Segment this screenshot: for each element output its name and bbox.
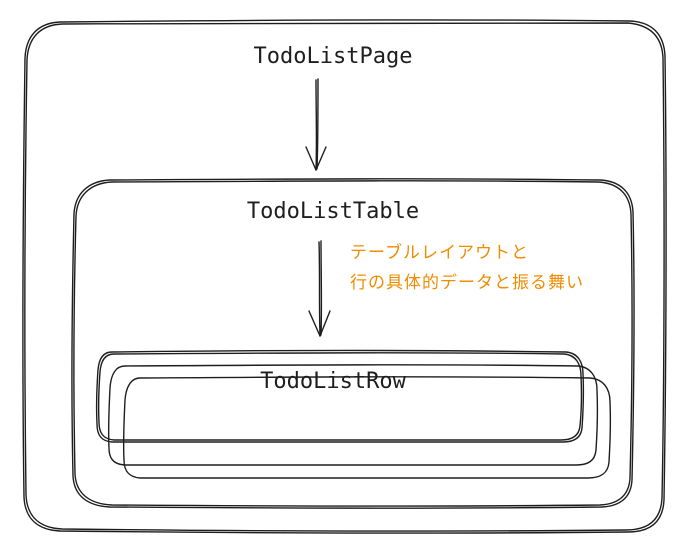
table-label: TodoListTable — [247, 199, 419, 224]
todo-list-row — [95, 349, 585, 444]
row-stack-back — [122, 376, 612, 480]
table-container — [71, 178, 635, 509]
annotation-line-1: テーブルレイアウトと — [350, 242, 529, 263]
row-label: TodoListRow — [260, 369, 406, 394]
page-label: TodoListPage — [254, 44, 413, 69]
page-to-table-arrow — [305, 78, 327, 171]
annotation-line-2: 行の具体的データと振る舞い — [350, 272, 584, 293]
table-to-row-arrow — [308, 240, 331, 337]
page-container — [22, 19, 667, 534]
row-stack-middle — [107, 364, 599, 467]
